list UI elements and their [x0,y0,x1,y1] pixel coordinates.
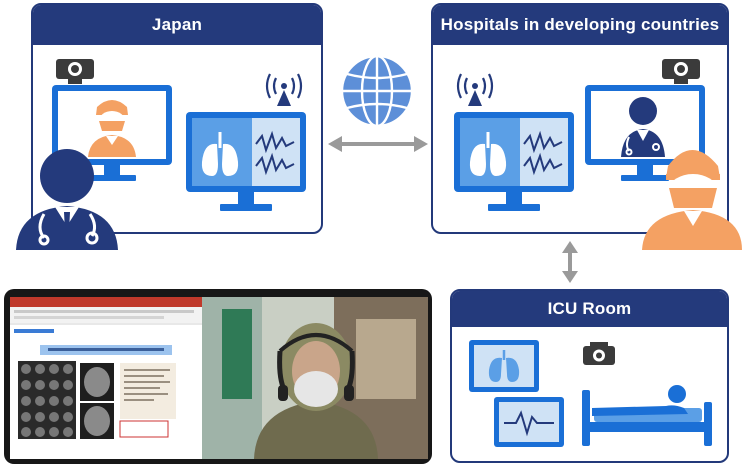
globe-icon [340,54,414,128]
hospital-bed-icon [582,385,712,446]
lungs-monitor [186,112,306,211]
monitor-icon [585,85,705,181]
lungs-monitor [469,340,539,392]
doctor-icon [16,149,118,250]
japan-panel-title: Japan [33,5,321,45]
webcam-icon [662,59,700,84]
lungs-icon [469,132,507,176]
connection-arrow [328,136,428,152]
waveform-monitor [494,397,564,447]
surgeon-icon [642,150,742,250]
doctor-icon [621,97,665,157]
wifi-signal-icon [456,73,494,106]
lungs-monitor [454,112,574,211]
lungs-icon [488,350,520,382]
webcam-icon [56,59,94,84]
connection-arrow [562,241,578,283]
surgeon-icon [88,100,136,157]
icu-panel-title: ICU Room [452,291,727,327]
patient-icon [592,385,688,416]
video-conference-photo [4,289,432,464]
webcam-icon [583,342,615,365]
wifi-signal-icon [265,73,303,106]
conference-screen [10,297,428,459]
monitor-icon [52,85,172,181]
lungs-icon [201,132,239,176]
hospitals-panel-title: Hospitals in developing countries [433,5,727,45]
